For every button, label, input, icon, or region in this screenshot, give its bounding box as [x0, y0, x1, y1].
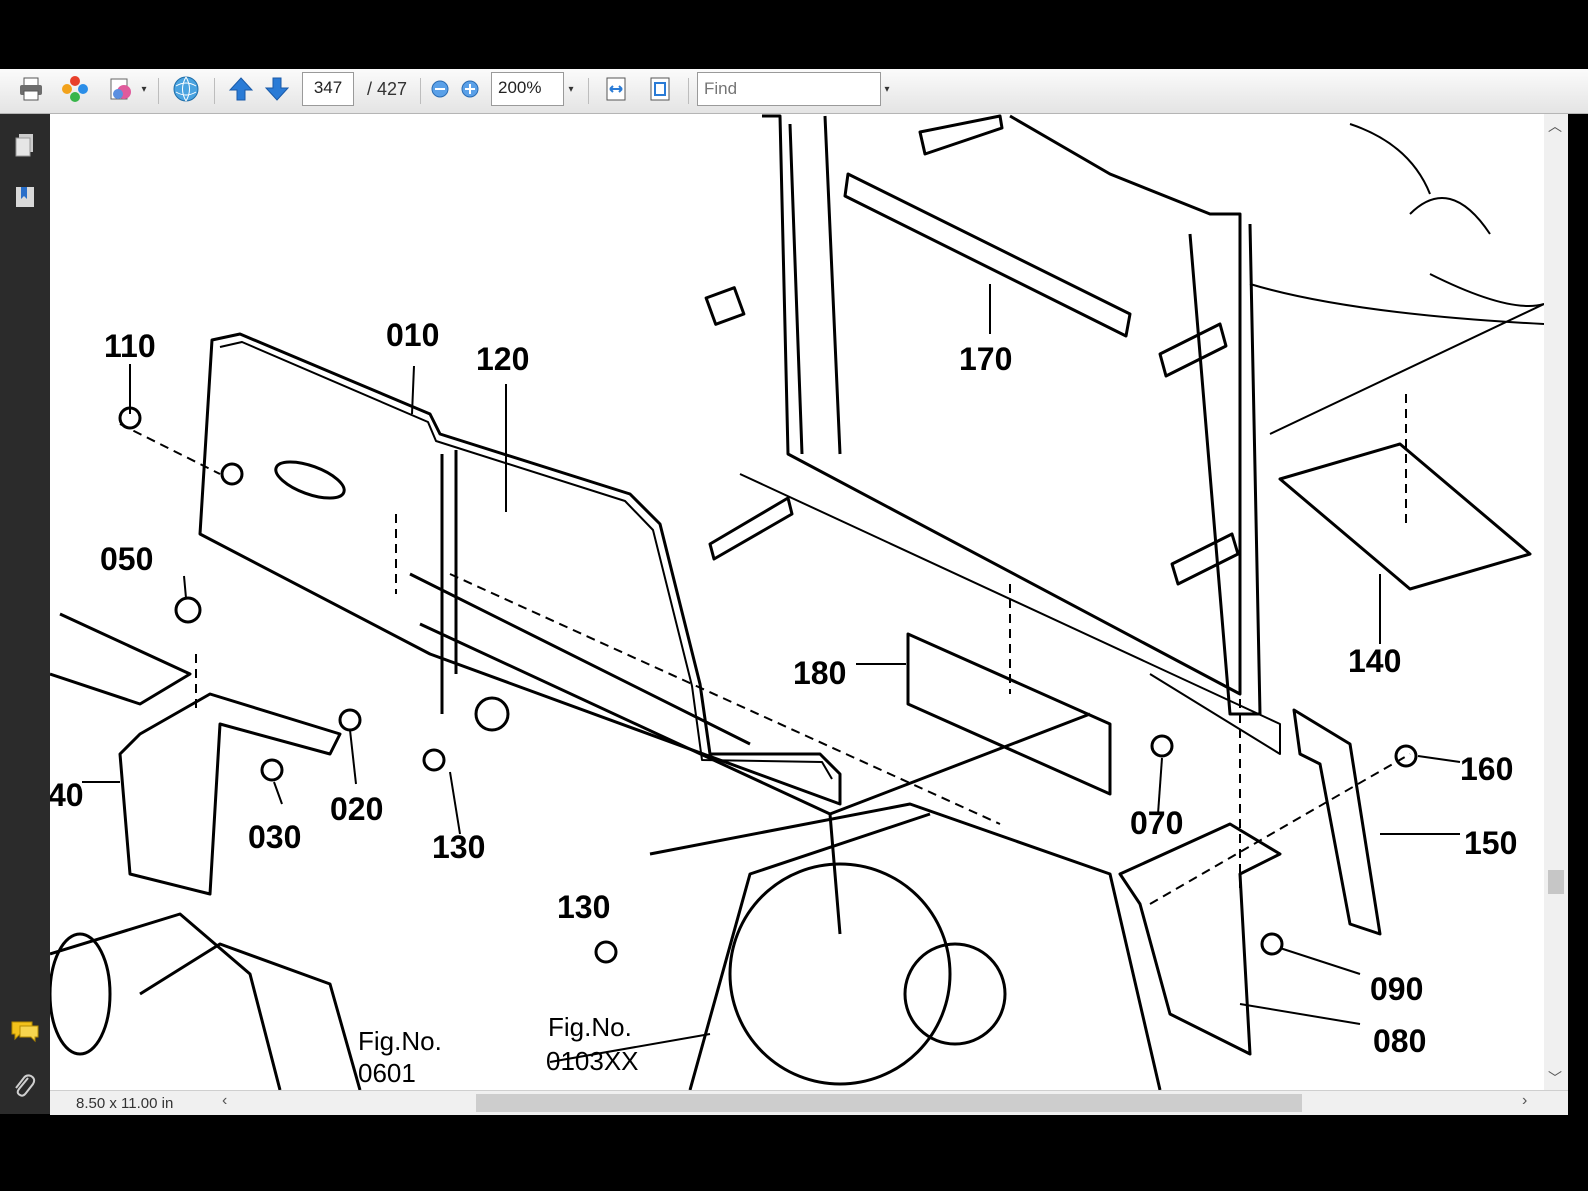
toolbar-separator — [420, 78, 421, 104]
status-bar: 8.50 x 11.00 in ‹ › — [50, 1090, 1568, 1115]
part-label: 130 — [432, 829, 485, 865]
toolbar-separator — [158, 78, 159, 104]
toolbar-separator — [214, 78, 215, 104]
zoom-out-icon[interactable] — [428, 74, 452, 104]
part-label: 010 — [386, 317, 439, 353]
dropdown-icon[interactable]: ▾ — [568, 83, 574, 95]
part-label: 150 — [1464, 825, 1517, 861]
navigation-sidebar — [0, 114, 50, 1114]
collaborate-icon[interactable] — [58, 74, 92, 104]
part-label: 070 — [1130, 805, 1183, 841]
horizontal-scrollbar-thumb[interactable] — [476, 1094, 1302, 1112]
fit-page-icon[interactable] — [646, 74, 674, 104]
pages-icon[interactable] — [12, 132, 38, 163]
parts-diagram: 110 010 120 170 050 140 180 160 40 020 0… — [50, 114, 1544, 1090]
find-input[interactable] — [697, 72, 881, 106]
zoom-input[interactable]: 200% — [491, 72, 564, 106]
scroll-right-icon[interactable]: › — [1522, 1092, 1528, 1109]
part-label: 140 — [1348, 643, 1401, 679]
vertical-scrollbar-thumb[interactable] — [1548, 870, 1564, 894]
toolbar: ▾ 347 / 427 200% ▾ ▾ — [0, 69, 1588, 114]
vertical-scrollbar[interactable]: ︿ ﹀ — [1544, 114, 1568, 1090]
fit-width-icon[interactable] — [602, 74, 630, 104]
zoom-in-icon[interactable] — [458, 74, 482, 104]
figure-reference: 0601 — [358, 1058, 416, 1088]
toolbar-separator — [688, 78, 689, 104]
part-label: 130 — [557, 889, 610, 925]
part-label: 020 — [330, 791, 383, 827]
bookmarks-icon[interactable] — [12, 184, 38, 215]
part-label: 120 — [476, 341, 529, 377]
part-label: 030 — [248, 819, 301, 855]
dropdown-icon[interactable]: ▾ — [141, 83, 147, 95]
document-page[interactable]: 110 010 120 170 050 140 180 160 40 020 0… — [50, 114, 1544, 1090]
part-label: 170 — [959, 341, 1012, 377]
scroll-down-icon[interactable]: ﹀ — [1548, 1070, 1562, 1086]
toolbar-separator — [588, 78, 589, 104]
scroll-up-icon[interactable]: ︿ — [1548, 118, 1562, 134]
figure-reference: Fig.No. — [548, 1012, 632, 1042]
part-label: 180 — [793, 655, 846, 691]
part-label: 080 — [1373, 1023, 1426, 1059]
next-page-icon[interactable] — [262, 74, 292, 104]
previous-page-icon[interactable] — [226, 74, 256, 104]
part-label: 160 — [1460, 751, 1513, 787]
dropdown-icon[interactable]: ▾ — [884, 83, 890, 95]
part-label: 40 — [50, 777, 84, 813]
page-number-input[interactable]: 347 — [302, 72, 354, 106]
part-label: 110 — [104, 328, 156, 364]
part-label: 050 — [100, 541, 153, 577]
attachment-icon[interactable] — [12, 1072, 36, 1105]
part-label: 090 — [1370, 971, 1423, 1007]
scroll-left-icon[interactable]: ‹ — [222, 1092, 228, 1109]
print-icon[interactable] — [14, 74, 48, 104]
page-size: 8.50 x 11.00 in — [76, 1095, 174, 1112]
comment-icon[interactable] — [10, 1020, 40, 1049]
globe-icon[interactable] — [168, 74, 204, 104]
page-total: / 427 — [366, 78, 408, 99]
export-icon[interactable] — [104, 74, 138, 104]
figure-reference: Fig.No. — [358, 1026, 442, 1056]
figure-reference: 0103XX — [546, 1046, 639, 1076]
